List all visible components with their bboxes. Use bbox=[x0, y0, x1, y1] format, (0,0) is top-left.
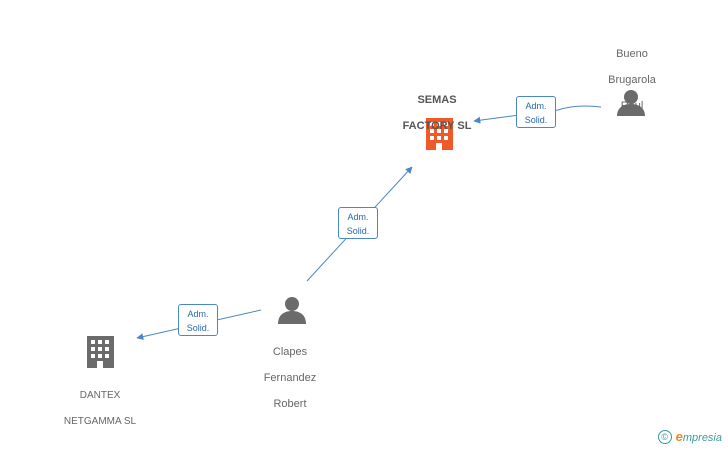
bueno-label-line2: Brugarola bbox=[608, 74, 656, 86]
edge-badge-line1: Adm. bbox=[525, 101, 547, 111]
bueno-person-icon[interactable] bbox=[617, 90, 645, 116]
edge-badge-bueno-semas[interactable]: Adm. Solid. bbox=[516, 96, 556, 128]
semas-building-icon[interactable] bbox=[426, 118, 453, 150]
semas-label[interactable]: SEMAS FACTORY SL bbox=[390, 81, 484, 146]
edge-badge-line1: Adm. bbox=[347, 212, 369, 222]
brand-rest: mpresia bbox=[682, 432, 722, 444]
edge-badge-clapes-dantex[interactable]: Adm. Solid. bbox=[178, 304, 218, 336]
bueno-label-line1: Bueno bbox=[616, 48, 648, 60]
semas-label-line2: FACTORY SL bbox=[402, 120, 472, 132]
edge-bueno-to-semas bbox=[473, 105, 602, 124]
clapes-label-line2: Fernandez bbox=[263, 372, 317, 384]
edge-badge-line2: Solid. bbox=[346, 226, 370, 236]
edge-badge-line1: Adm. bbox=[187, 309, 209, 319]
edge-badge-clapes-semas[interactable]: Adm. Solid. bbox=[338, 207, 378, 239]
clapes-label[interactable]: Clapes Fernandez Robert bbox=[250, 333, 330, 424]
clapes-label-line3: Robert bbox=[273, 398, 307, 410]
dantex-label[interactable]: DANTEX NETGAMMA SL bbox=[50, 376, 150, 441]
semas-label-line1: SEMAS bbox=[417, 94, 457, 106]
dantex-label-line1: DANTEX bbox=[79, 390, 121, 401]
edge-badge-line2: Solid. bbox=[186, 323, 210, 333]
dantex-label-line2: NETGAMMA SL bbox=[63, 416, 137, 427]
edge-badge-line2: Solid. bbox=[524, 115, 548, 125]
brand-logo: empresia bbox=[676, 429, 722, 444]
copyright-icon: © bbox=[657, 429, 672, 444]
dantex-building-icon[interactable] bbox=[87, 336, 114, 368]
brand-watermark: © empresia bbox=[657, 429, 722, 444]
bueno-label[interactable]: Bueno Brugarola Raul bbox=[592, 35, 672, 126]
clapes-person-icon[interactable] bbox=[278, 297, 306, 324]
clapes-label-line1: Clapes bbox=[272, 346, 308, 358]
bueno-label-line3: Raul bbox=[620, 100, 644, 112]
brand-e: e bbox=[675, 429, 683, 444]
